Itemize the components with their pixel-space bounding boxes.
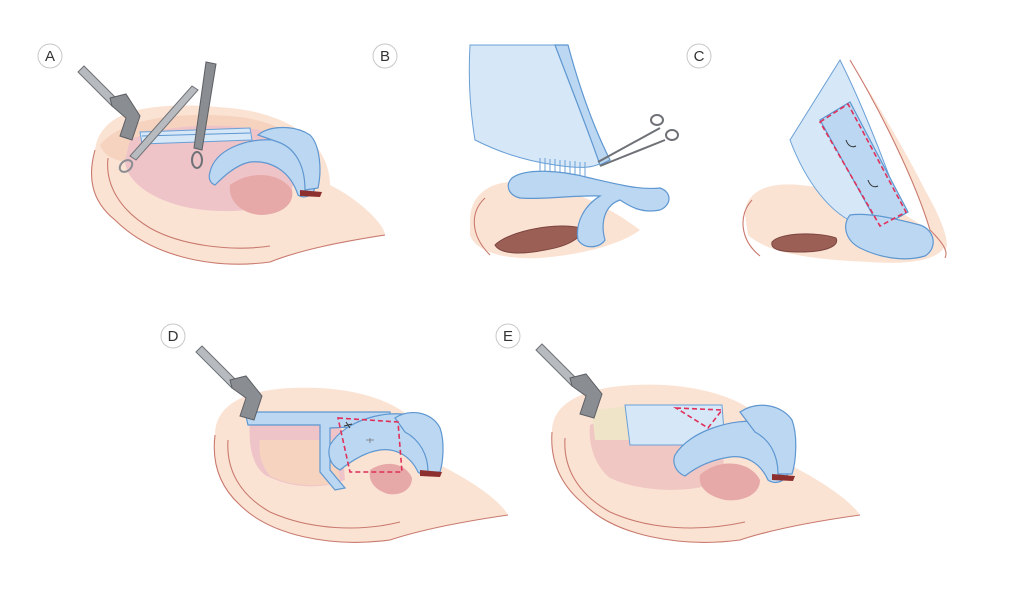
panel-label-b-text: B [380, 48, 390, 65]
panel-label-d: D [160, 323, 186, 349]
panel-c-dorsum-edge [849, 59, 947, 259]
panel-label-d-text: D [168, 328, 179, 345]
forceps-icon [118, 61, 217, 173]
panel-d-dashed-outline [336, 417, 403, 473]
panel-c-tip-cartilage [845, 213, 934, 260]
panel-b-skin-edge [473, 197, 491, 256]
panel-e-medial-crus [739, 404, 797, 475]
panel-a-medial-crus [256, 126, 321, 191]
retractor-icon [77, 65, 141, 141]
panel-c [742, 58, 947, 263]
panel-c-suture-1 [845, 139, 857, 148]
retractor-icon [535, 343, 603, 419]
panel-c-skin-edge [742, 199, 761, 257]
panel-label-c-text: C [694, 48, 705, 65]
panel-d-columella-base [420, 470, 442, 477]
panel-e-skin-fold [564, 437, 746, 529]
panel-c-nostril [771, 233, 838, 253]
panel-e-skin-edge [551, 431, 861, 543]
panel-d-suture-2 [366, 438, 374, 443]
panel-c-dashed-outline [818, 102, 908, 228]
retractor-icon [195, 345, 263, 421]
panel-d-suture-1 [343, 421, 353, 429]
panel-e-dashed-outline [673, 407, 724, 430]
panel-label-e: E [495, 323, 521, 349]
panel-label-a-text: A [45, 48, 55, 65]
panel-e-inner-tissue [699, 463, 760, 501]
panel-label-c: C [686, 43, 712, 69]
panel-a-inner-tissue [229, 174, 293, 215]
panel-a [77, 61, 386, 265]
panel-label-b: B [372, 43, 398, 69]
panel-c-suture-2 [867, 179, 879, 188]
panel-a-skin-edge [90, 149, 386, 265]
panel-a-skin-fold [107, 157, 271, 249]
panel-d-medial-crus [394, 411, 444, 473]
panel-d [195, 345, 509, 543]
panel-e [535, 343, 861, 543]
panel-c-dorsum-skin [850, 60, 947, 250]
panel-d-skin-fold [227, 439, 401, 529]
scissors-icon [597, 114, 679, 167]
panel-label-a: A [37, 43, 63, 69]
panel-e-columella-base [772, 474, 795, 481]
panel-b-lower-lateral-cartilage [507, 170, 670, 248]
panel-d-skin-edge [213, 434, 509, 543]
panel-label-e-text: E [503, 328, 513, 345]
panel-b [468, 44, 679, 259]
panel-b-flap-edge [554, 44, 611, 166]
panel-a-columella-base [300, 190, 322, 197]
